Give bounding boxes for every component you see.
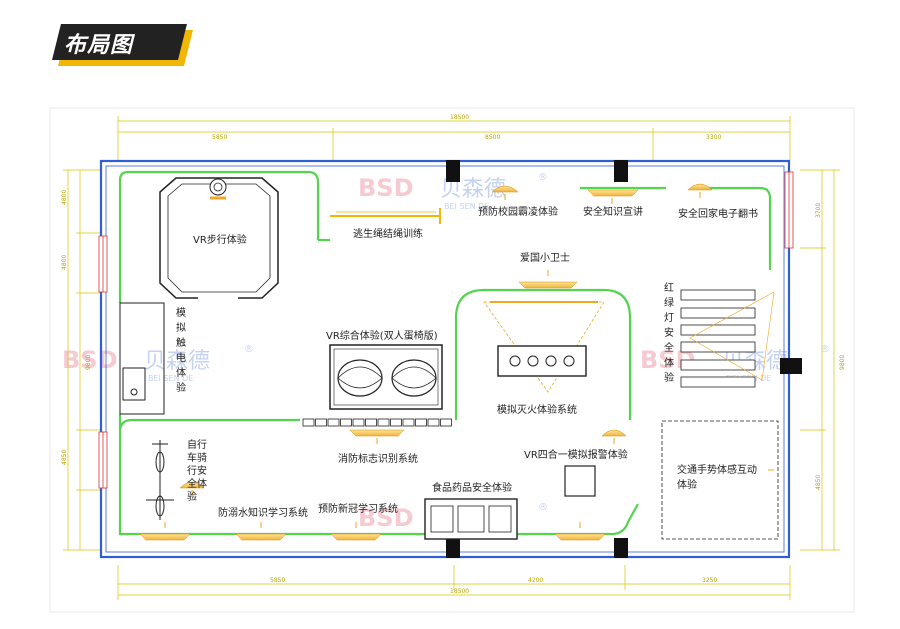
dimension-right	[800, 169, 840, 551]
dim-right-1: 3700	[815, 203, 822, 218]
label-shock: 模拟触电体验	[176, 307, 186, 394]
fire-sign-tile	[327, 418, 340, 427]
escape-rope-station	[330, 208, 441, 224]
lamp-rays	[164, 192, 774, 528]
label-bike-part: 行安	[187, 464, 207, 477]
label-safety-talk: 安全知识宣讲	[583, 205, 643, 218]
fire-sign-tile	[352, 418, 365, 427]
drawing-frame	[49, 107, 855, 613]
dim-top-2: 8500	[485, 134, 500, 141]
dim-right-total: 9800	[839, 355, 846, 370]
label-traffic-light-part: 红	[664, 281, 674, 294]
fire-sign-tile	[415, 418, 427, 427]
lamp-icons	[139, 183, 713, 541]
label-traffic-light-part: 全	[664, 341, 674, 354]
svg-text:BSD: BSD	[358, 174, 414, 202]
label-fire: 模拟灭火体验系统	[497, 403, 577, 416]
dim-bottom-3: 3250	[702, 577, 717, 584]
fire-sign-tile	[365, 418, 377, 427]
label-traffic-light: 红绿灯安全体验	[664, 281, 674, 384]
dim-bottom-1: 5850	[270, 577, 285, 584]
label-escape-rope: 逃生绳结绳训练	[353, 227, 423, 240]
shock-station	[119, 302, 165, 415]
fire-sign-tile	[402, 418, 415, 427]
label-traffic-light-part: 体	[664, 357, 674, 369]
fire-sign-tile	[427, 418, 440, 427]
label-bike-part: 车骑	[187, 451, 207, 464]
svg-text:®: ®	[538, 502, 548, 513]
dimension-left	[63, 169, 100, 551]
label-fire-sign: 消防标志识别系统	[338, 452, 418, 465]
label-bike-part: 自行	[187, 438, 207, 451]
fire-sign-tile	[390, 418, 402, 427]
page-title: 布局图	[64, 33, 134, 58]
pillars	[446, 160, 802, 558]
bike-station	[146, 440, 174, 520]
svg-text:BEI SEN DE: BEI SEN DE	[148, 374, 193, 383]
label-bike: 自行车骑行安全体验	[187, 438, 207, 503]
label-patriot: 爱国小卫士	[520, 251, 570, 264]
vr-combo-station	[329, 344, 443, 410]
fire-sign-tile	[377, 418, 390, 427]
window-left	[98, 235, 108, 489]
label-food-drug: 食品药品安全体验	[432, 481, 512, 494]
label-drown: 防溺水知识学习系统	[218, 506, 308, 519]
dim-right-2: 4850	[815, 475, 822, 490]
dim-bottom-2: 4200	[528, 577, 543, 584]
svg-text:BEI SEN DE: BEI SEN DE	[444, 202, 489, 211]
dim-top-1: 5850	[212, 134, 227, 141]
label-vr-walk: VR步行体验	[193, 233, 247, 246]
label-shock-part: 模	[176, 307, 186, 319]
label-shock-part: 电	[176, 351, 186, 364]
label-traffic-light-part: 安	[664, 326, 674, 339]
dimension-top	[117, 116, 791, 160]
fire-sign-tile	[315, 418, 327, 427]
label-shock-part: 拟	[176, 321, 186, 334]
label-vr-combo: VR综合体验(双人蛋椅版)	[326, 329, 438, 342]
svg-text:BSD: BSD	[358, 504, 414, 532]
dim-bottom-total: 18500	[450, 588, 469, 595]
traffic-light-panels	[680, 289, 756, 388]
watermark-left: BSD 贝森德 ® BEI SEN DE	[62, 344, 254, 383]
gesture-area	[661, 420, 779, 540]
title-badge: 布局图	[52, 24, 193, 66]
label-home-book: 安全回家电子翻书	[678, 207, 758, 220]
label-vr-alarm: VR四合一模拟报警体验	[524, 448, 628, 461]
svg-text:®: ®	[820, 344, 830, 355]
dimension-bottom	[117, 565, 791, 600]
label-bike-part: 验	[187, 490, 197, 503]
label-bike-part: 全体	[187, 477, 207, 490]
svg-text:®: ®	[538, 172, 548, 183]
vr-alarm-station	[564, 465, 596, 497]
dim-top-total: 18500	[450, 114, 469, 121]
dim-left-total: 9800	[85, 355, 92, 370]
svg-text:贝森德: 贝森德	[144, 349, 210, 374]
fire-sign-tiles	[302, 418, 452, 427]
dim-left-2: 4800	[61, 255, 68, 270]
dim-left-1: 4800	[61, 190, 68, 205]
label-gesture-2: 体验	[677, 478, 697, 491]
fire-simulation-station	[483, 301, 605, 393]
window-right	[784, 171, 794, 249]
label-shock-part: 体	[176, 367, 186, 379]
food-drug-station	[424, 498, 518, 540]
label-shock-part: 验	[176, 381, 186, 394]
vr-walk-station	[159, 177, 279, 300]
traffic-light-projection	[689, 291, 775, 381]
label-gesture-1: 交通手势体感互动	[677, 463, 757, 476]
dim-top-3: 3300	[706, 134, 721, 141]
svg-text:®: ®	[244, 344, 254, 355]
label-traffic-light-part: 绿	[664, 296, 674, 309]
dim-left-3: 4850	[61, 450, 68, 465]
label-traffic-light-part: 灯	[664, 312, 674, 324]
label-bully: 预防校园霸凌体验	[478, 205, 558, 218]
label-covid: 预防新冠学习系统	[318, 502, 398, 515]
svg-text:BSD: BSD	[62, 346, 118, 374]
label-traffic-light-part: 验	[664, 371, 674, 384]
fire-sign-tile	[302, 418, 315, 427]
fire-sign-tile	[340, 418, 352, 427]
fire-sign-tile	[440, 418, 452, 427]
label-shock-part: 触	[176, 336, 186, 349]
